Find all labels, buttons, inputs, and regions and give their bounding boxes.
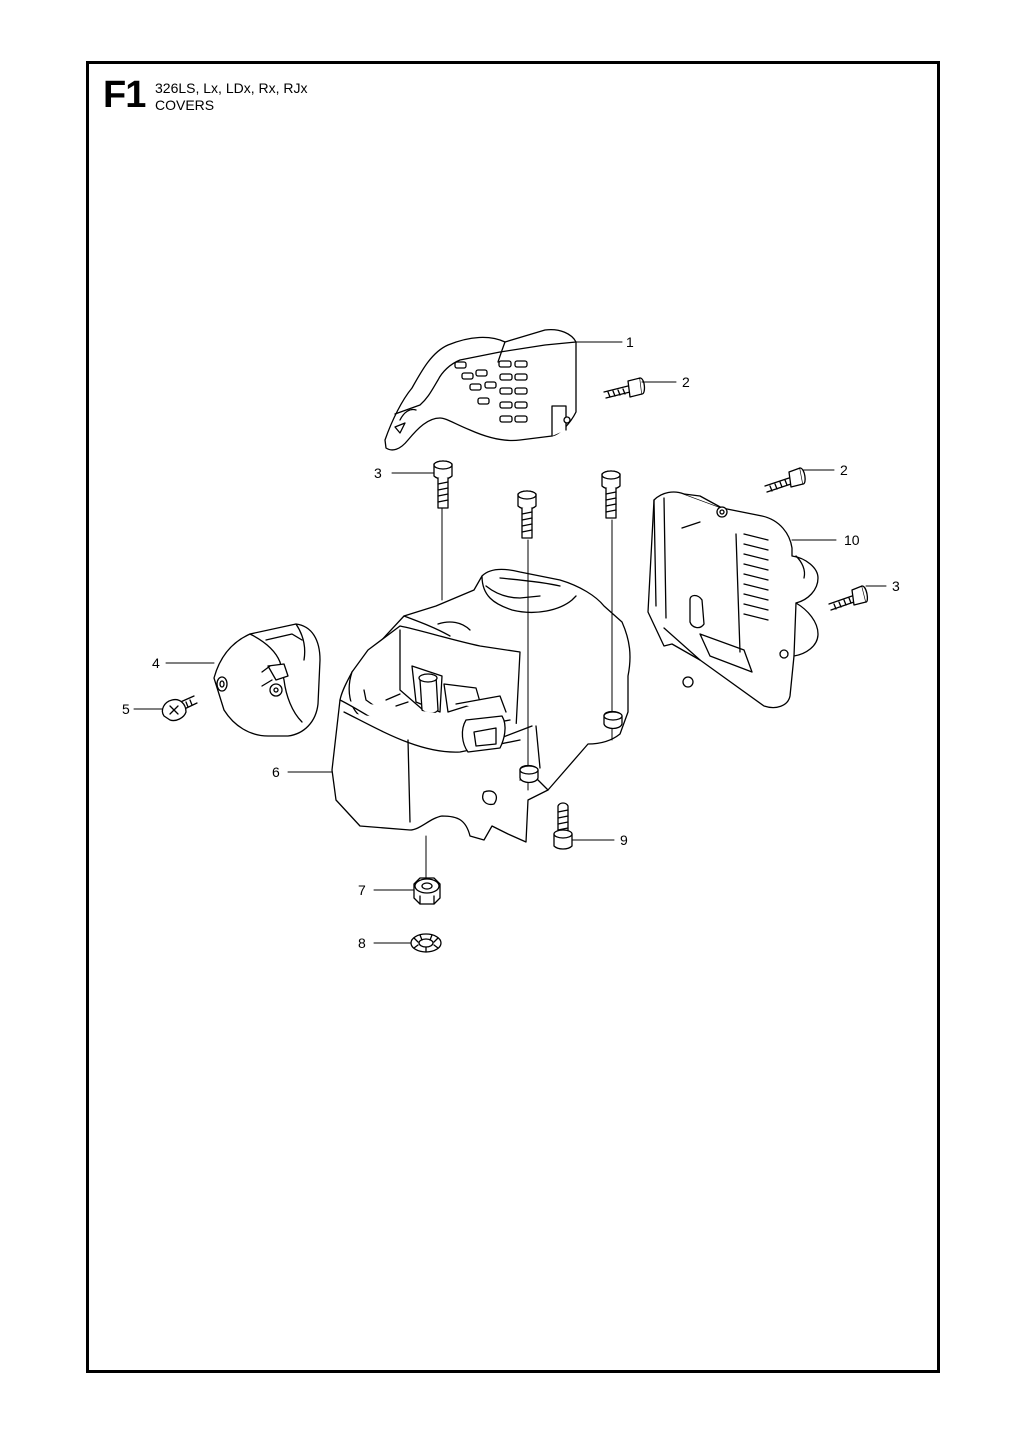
nut-part-7 [413, 877, 441, 905]
callout-5: 5 [122, 701, 130, 717]
screw-part-3-right [828, 585, 869, 611]
section-code: F1 [103, 74, 146, 116]
model-list: 326LS, Lx, LDx, Rx, RJx [155, 80, 308, 96]
bushing [603, 710, 623, 730]
screw-part-9 [553, 802, 573, 850]
callout-3-right: 3 [892, 578, 900, 594]
screw-part-2-upper [603, 377, 646, 399]
small-cover-part-4 [213, 623, 321, 737]
callout-8: 8 [358, 935, 366, 951]
assembly-lines [425, 507, 613, 881]
callout-2-right: 2 [840, 462, 848, 478]
callout-4: 4 [152, 655, 160, 671]
callout-9: 9 [620, 832, 628, 848]
screw-part-2-right [764, 467, 806, 493]
screw-part-3-center [517, 490, 537, 539]
callout-3-left: 3 [374, 465, 382, 481]
section-title: COVERS [155, 97, 215, 113]
screw-part-3-left [433, 460, 453, 509]
callout-7: 7 [358, 882, 366, 898]
washer-part-8 [410, 933, 442, 953]
screw-part-3-rear [601, 470, 621, 519]
callout-10: 10 [844, 532, 860, 548]
side-cover-part-10 [647, 491, 819, 709]
bushing-center [519, 764, 539, 784]
top-cover-part-1 [384, 328, 577, 451]
leader-lines [133, 341, 887, 944]
callout-6: 6 [272, 764, 280, 780]
page-frame [86, 61, 940, 1373]
callout-2-upper: 2 [682, 374, 690, 390]
cylinder-cover-part-6 [331, 568, 631, 843]
callout-1: 1 [626, 334, 634, 350]
screw-part-5 [161, 695, 198, 722]
